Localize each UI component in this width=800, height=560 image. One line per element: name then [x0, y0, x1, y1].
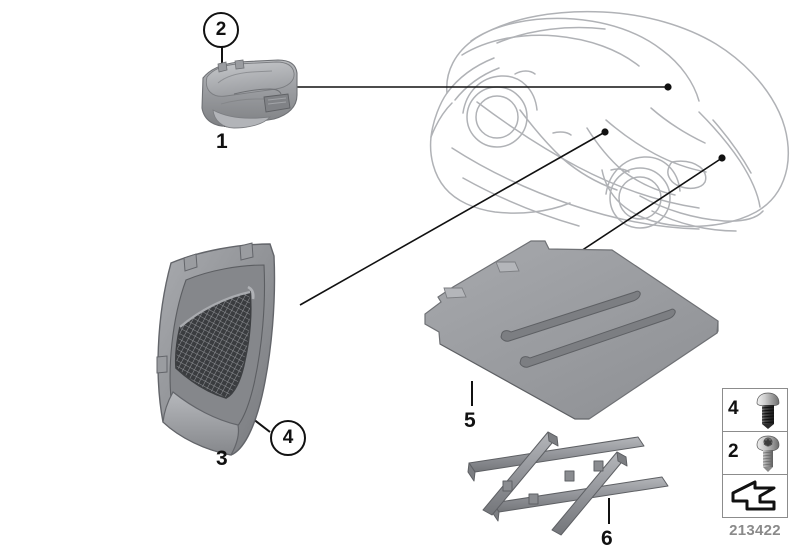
floor-groove-upper: [500, 290, 641, 342]
callout-6[interactable]: 6: [601, 527, 613, 550]
legend-row-torx-screw: 2: [723, 432, 787, 475]
legend-qty-torx-screw: 2: [728, 441, 739, 462]
leader-dot-floor-panel: [718, 154, 726, 162]
part-overhead-console-panel: [201, 59, 298, 129]
leader-line-trim-panel: [299, 131, 606, 306]
grid-joint: [502, 480, 513, 492]
leader-endpoint-dots: [601, 83, 726, 162]
hardware-legend-box: 4: [722, 388, 788, 518]
pan-head-torx-screw-icon: [753, 434, 783, 479]
legend-row-dome-screw: 4: [723, 389, 787, 432]
console-clip-tab: [217, 61, 228, 73]
callout-3[interactable]: 3: [216, 447, 228, 470]
floor-notch-pad-right: [495, 261, 520, 273]
trim-clip-side: [156, 355, 168, 374]
diagram-id-number: 213422: [729, 522, 781, 539]
callout-5[interactable]: 5: [464, 409, 476, 432]
legend-row-view-arrow: [723, 475, 787, 519]
callout-2[interactable]: 2: [203, 12, 239, 48]
grid-joint: [528, 493, 539, 505]
floor-notch-pad-left: [443, 287, 467, 299]
callout-1[interactable]: 1: [216, 130, 228, 153]
vehicle-outline-illustration: [429, 10, 790, 232]
dome-head-screw-icon: [753, 391, 783, 436]
net-edge-rail: [247, 285, 255, 300]
floor-groove-lower: [519, 308, 676, 368]
trim-clip-top-left: [183, 253, 198, 272]
callout-2-label: 2: [215, 19, 227, 40]
grid-joint: [564, 470, 575, 482]
trim-clip-top-right: [239, 242, 254, 261]
leader-dot-trim-panel: [601, 128, 609, 136]
part-lattice-divider-grid: [467, 431, 669, 536]
callout-4[interactable]: 4: [270, 420, 306, 456]
callout-4-label: 4: [282, 427, 294, 448]
legend-qty-dome-screw: 4: [728, 398, 739, 419]
part-cargo-floor-panel: [424, 240, 719, 420]
grid-joint: [593, 460, 604, 472]
leader-dot-console: [664, 83, 672, 91]
part-side-trim-panel-with-net: [156, 242, 276, 456]
view-direction-arrow-icon: [727, 479, 783, 520]
